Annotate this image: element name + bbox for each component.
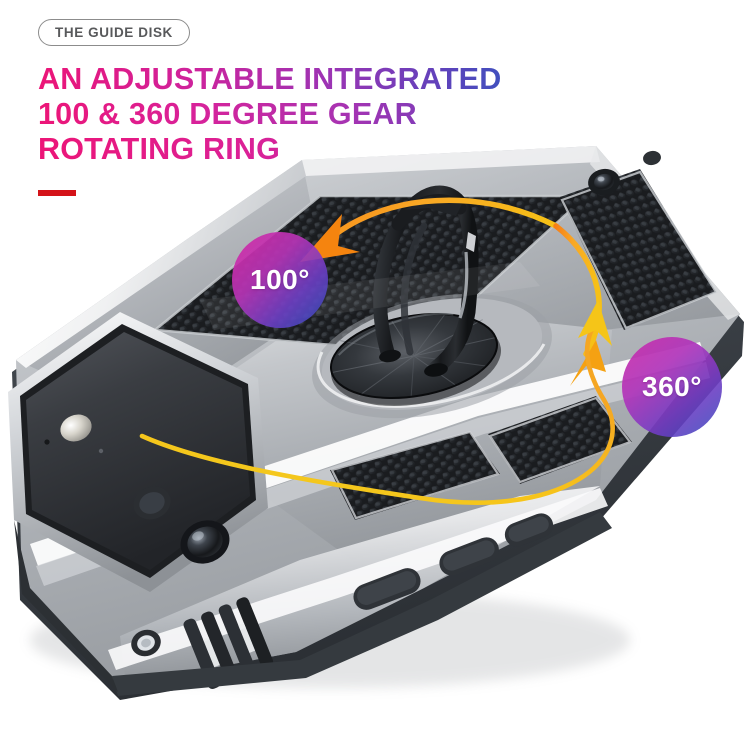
bottom-bumper-strip <box>14 512 612 696</box>
side-button <box>504 513 554 547</box>
guide-disk-badge-label: THE GUIDE DISK <box>55 25 173 40</box>
side-buttons <box>353 513 554 610</box>
corner-port <box>131 629 161 657</box>
arrow-head-360 <box>578 300 612 346</box>
side-button <box>439 537 499 576</box>
guide-disk-badge: THE GUIDE DISK <box>38 19 190 46</box>
headline-line-3: ROTATING RING <box>38 132 568 167</box>
camera-sensor-dot <box>98 448 104 454</box>
page-title: AN ADJUSTABLE INTEGRATED 100 & 360 DEGRE… <box>38 62 568 167</box>
camera-module-cutout <box>8 312 268 592</box>
callout-badge-100-degree: 100° <box>232 232 328 328</box>
callout-badge-100-label: 100° <box>250 264 310 295</box>
camera-sensor-dot <box>44 439 50 445</box>
camera-flash <box>60 414 92 442</box>
headline-line-1: AN ADJUSTABLE INTEGRATED <box>38 62 568 97</box>
side-button <box>353 568 421 610</box>
headline-line-2: 100 & 360 DEGREE GEAR <box>38 97 568 132</box>
title-underline-rule <box>38 190 76 196</box>
callout-badge-360-degree: 360° <box>622 337 722 437</box>
rotation-arc-360 <box>139 223 615 505</box>
lens-ring <box>588 150 661 196</box>
callout-badge-360-label: 360° <box>642 371 702 402</box>
